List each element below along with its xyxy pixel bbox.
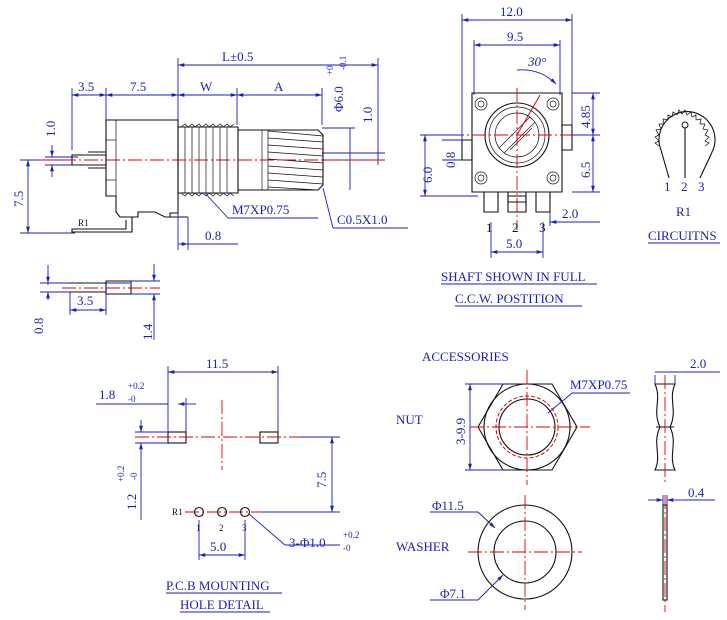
pin-3: 3 <box>539 220 546 235</box>
term-dim-1-4: 1.4 <box>140 323 155 340</box>
pcb-ref: R1 <box>172 507 183 517</box>
front-dim-4-85: 4.85 <box>578 105 593 128</box>
pcb-pin-1: 1 <box>196 523 201 533</box>
dim-1-0-left: 1.0 <box>43 121 58 137</box>
height-dim: 7.5 <box>11 191 26 207</box>
circuit-symbol: 1 2 3 R1 CIRCUITNS <box>648 109 720 244</box>
pcb-dim-1-8-up: +0.2 <box>128 381 144 391</box>
accessories: ACCESSORIES NUT 3-9.9 M7XP0.75 2.0 WASHE… <box>396 349 720 612</box>
front-dim-12: 12.0 <box>500 4 523 19</box>
accessories-title: ACCESSORIES <box>422 349 509 364</box>
pcb-layout: 11.5 1.8 +0.2 -0 1.2 +0.2 -0 7.5 R1 1 2 … <box>96 356 359 613</box>
front-dim-5-0: 5.0 <box>506 236 522 251</box>
dim-7-5: 7.5 <box>130 79 146 94</box>
side-view: L±0.5 3.5 7.5 W A Φ6.0 +0 -0.1 1.0 1.0 <box>11 49 408 250</box>
pin-2: 2 <box>512 220 519 235</box>
pcb-dim-1-2-up: +0.2 <box>116 466 126 482</box>
nut-size: 3-9.9 <box>453 418 468 445</box>
shaft-tol-down: -0.1 <box>338 56 348 70</box>
dim-a: A <box>274 79 284 94</box>
pcb-dim-1-8-down: -0 <box>128 394 136 404</box>
front-dim-9-5: 9.5 <box>507 29 523 44</box>
circuit-pin-2: 2 <box>681 179 688 194</box>
nut-thread: M7XP0.75 <box>570 377 627 392</box>
pcb-dim-7-5: 7.5 <box>314 472 329 488</box>
terminal-detail: 0.8 3.5 1.4 <box>31 264 160 340</box>
front-view: 12.0 9.5 30° 4.85 6.5 <box>420 4 600 307</box>
pcb-holes: 3-Φ1.0 <box>289 535 326 550</box>
washer-inner: Φ7.1 <box>440 586 466 601</box>
washer-outer: Φ11.5 <box>432 498 464 513</box>
dim-3-5: 3.5 <box>78 79 94 94</box>
pcb-holes-up: +0.2 <box>343 530 359 540</box>
pcb-dim-11-5: 11.5 <box>206 356 228 371</box>
washer-label: WASHER <box>396 539 450 554</box>
nut-thickness: 2.0 <box>690 356 706 371</box>
front-dim-6-5: 6.5 <box>578 162 593 178</box>
dim-w: W <box>200 79 213 94</box>
pcb-dim-1-2: 1.2 <box>124 494 139 510</box>
circuit-pin-3: 3 <box>698 179 705 194</box>
thread-label: M7XP0.75 <box>232 202 289 217</box>
angle-label: 30° <box>527 54 546 69</box>
nut-label: NUT <box>396 412 423 427</box>
circuit-ref: R1 <box>676 204 691 219</box>
pcb-holes-down: -0 <box>343 543 351 553</box>
term-dim-0-8: 0.8 <box>31 318 46 334</box>
shaft-tol-up: +0 <box>325 65 335 75</box>
length-dim: L±0.5 <box>222 49 253 64</box>
front-dim-0-8: 0.8 <box>443 152 458 168</box>
dim-0-8-bottom: 0.8 <box>205 228 221 243</box>
pin-1: 1 <box>486 220 493 235</box>
pcb-dim-1-8: 1.8 <box>99 387 115 402</box>
caption-shaft: SHAFT SHOWN IN FULL <box>441 269 586 284</box>
pcb-pin-2: 2 <box>219 523 224 533</box>
front-dim-6-0: 6.0 <box>420 167 435 183</box>
term-dim-3-5: 3.5 <box>77 293 93 308</box>
pcb-pin-3: 3 <box>242 523 247 533</box>
pcb-caption-2: HOLE DETAIL <box>180 597 264 612</box>
dim-1-0-right: 1.0 <box>360 107 375 123</box>
circuit-caption: CIRCUITNS <box>648 228 717 243</box>
chamfer-label: C0.5X1.0 <box>337 212 388 227</box>
pcb-caption-1: P.C.B MOUNTING <box>166 578 270 593</box>
r1-label: R1 <box>78 218 89 228</box>
pcb-dim-5-0: 5.0 <box>210 539 226 554</box>
washer-thickness: 0.4 <box>688 485 705 500</box>
shaft-dia-dim: Φ6.0 <box>331 86 346 112</box>
caption-ccw: C.C.W. POSTITION <box>455 291 564 306</box>
circuit-pin-1: 1 <box>664 179 671 194</box>
front-dim-2-0: 2.0 <box>562 206 578 221</box>
pcb-dim-1-2-down: -0 <box>129 472 139 480</box>
